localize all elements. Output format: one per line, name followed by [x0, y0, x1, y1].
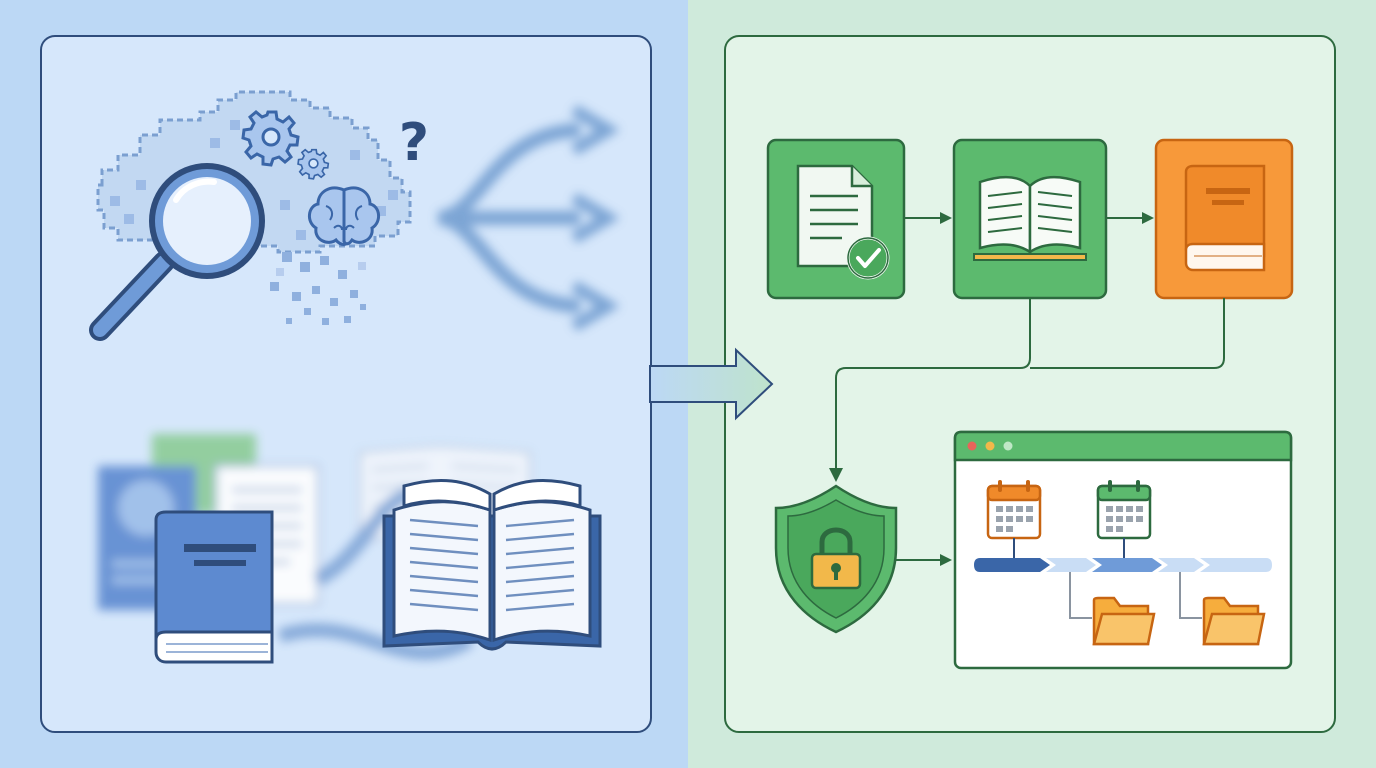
window-dot-red [967, 441, 977, 451]
branching-arrows-icon [437, 104, 620, 332]
connector-lines [835, 298, 1225, 470]
window-dot-green [1003, 441, 1013, 451]
open-book-icon [973, 175, 1087, 261]
calendar-icon [1096, 480, 1152, 560]
document-check-card [766, 138, 906, 300]
open-book-card [952, 138, 1108, 300]
book-card [1154, 138, 1294, 300]
folder-icon [1092, 596, 1156, 646]
dissolving-pixels [270, 252, 366, 325]
folder-icon [1202, 596, 1266, 646]
flow-arrow [1106, 212, 1154, 224]
question-mark-icon: ? [399, 113, 429, 173]
padlock-icon [810, 527, 862, 590]
connector-arrowhead [829, 468, 843, 482]
checkmark-icon [846, 236, 890, 280]
flow-arrow [896, 554, 952, 566]
window-dot-yellow [985, 441, 995, 451]
book-icon [154, 510, 274, 664]
flow-arrow [904, 212, 952, 224]
brain-icon [308, 186, 380, 246]
folder-connectors [1069, 572, 1202, 619]
magnifier-icon [89, 163, 265, 341]
timeline-bar [974, 558, 1272, 572]
calendar-icon [986, 480, 1042, 560]
book-icon [1184, 164, 1266, 272]
transition-arrow-icon [649, 347, 774, 421]
open-book-icon [382, 478, 602, 651]
document-icon [796, 164, 874, 268]
gear-icon [241, 110, 330, 180]
